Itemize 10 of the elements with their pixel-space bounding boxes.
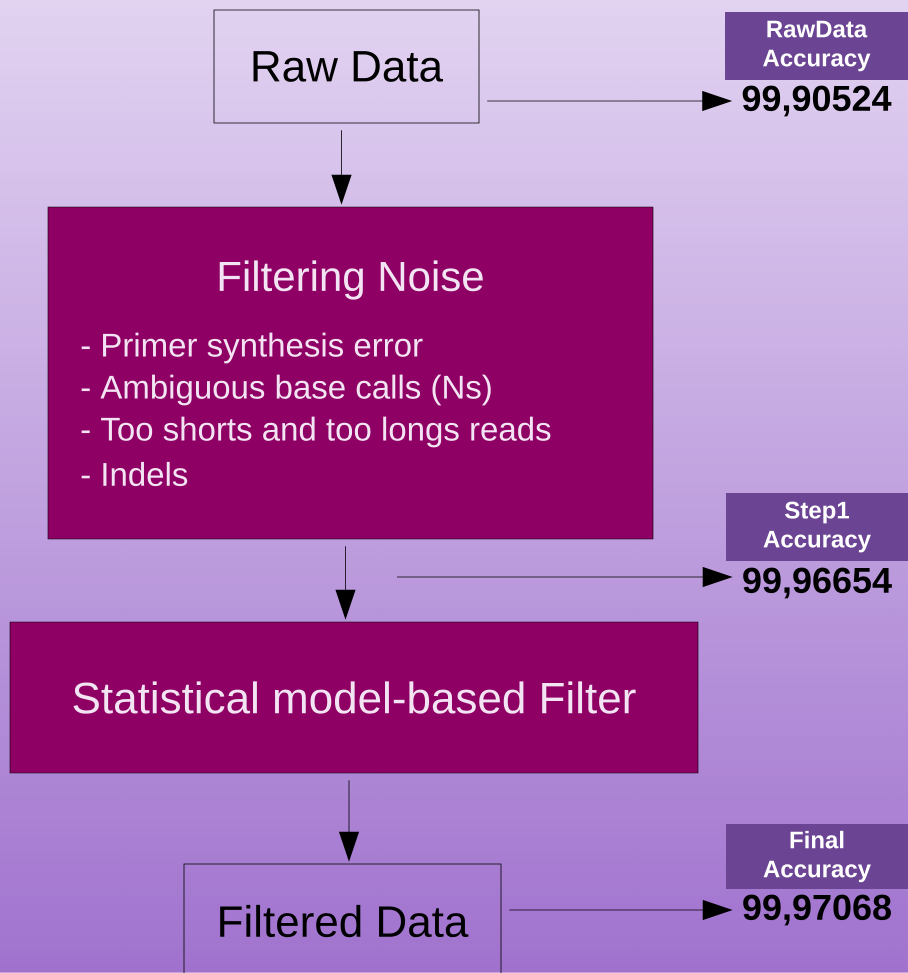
- accuracy-value: 99,97068: [743, 894, 891, 926]
- accuracy-value: 99,90524: [742, 86, 892, 116]
- process-box: Filtering Noise - Primer synthesis error - Ambiguous base calls (Ns) - Too shorts and too longs reads - Indels: [48, 206, 654, 540]
- accuracy-badge: Final Accuracy: [726, 824, 908, 889]
- accuracy-badge: RawData Accuracy: [725, 12, 908, 80]
- accuracy-badge: Step1 Accuracy: [726, 493, 908, 561]
- accuracy-value: 99,96654: [743, 568, 892, 598]
- process-box: Raw Data: [214, 10, 480, 124]
- process-box: Filtered Data: [184, 864, 502, 973]
- process-box: Statistical model-based Filter: [10, 622, 698, 774]
